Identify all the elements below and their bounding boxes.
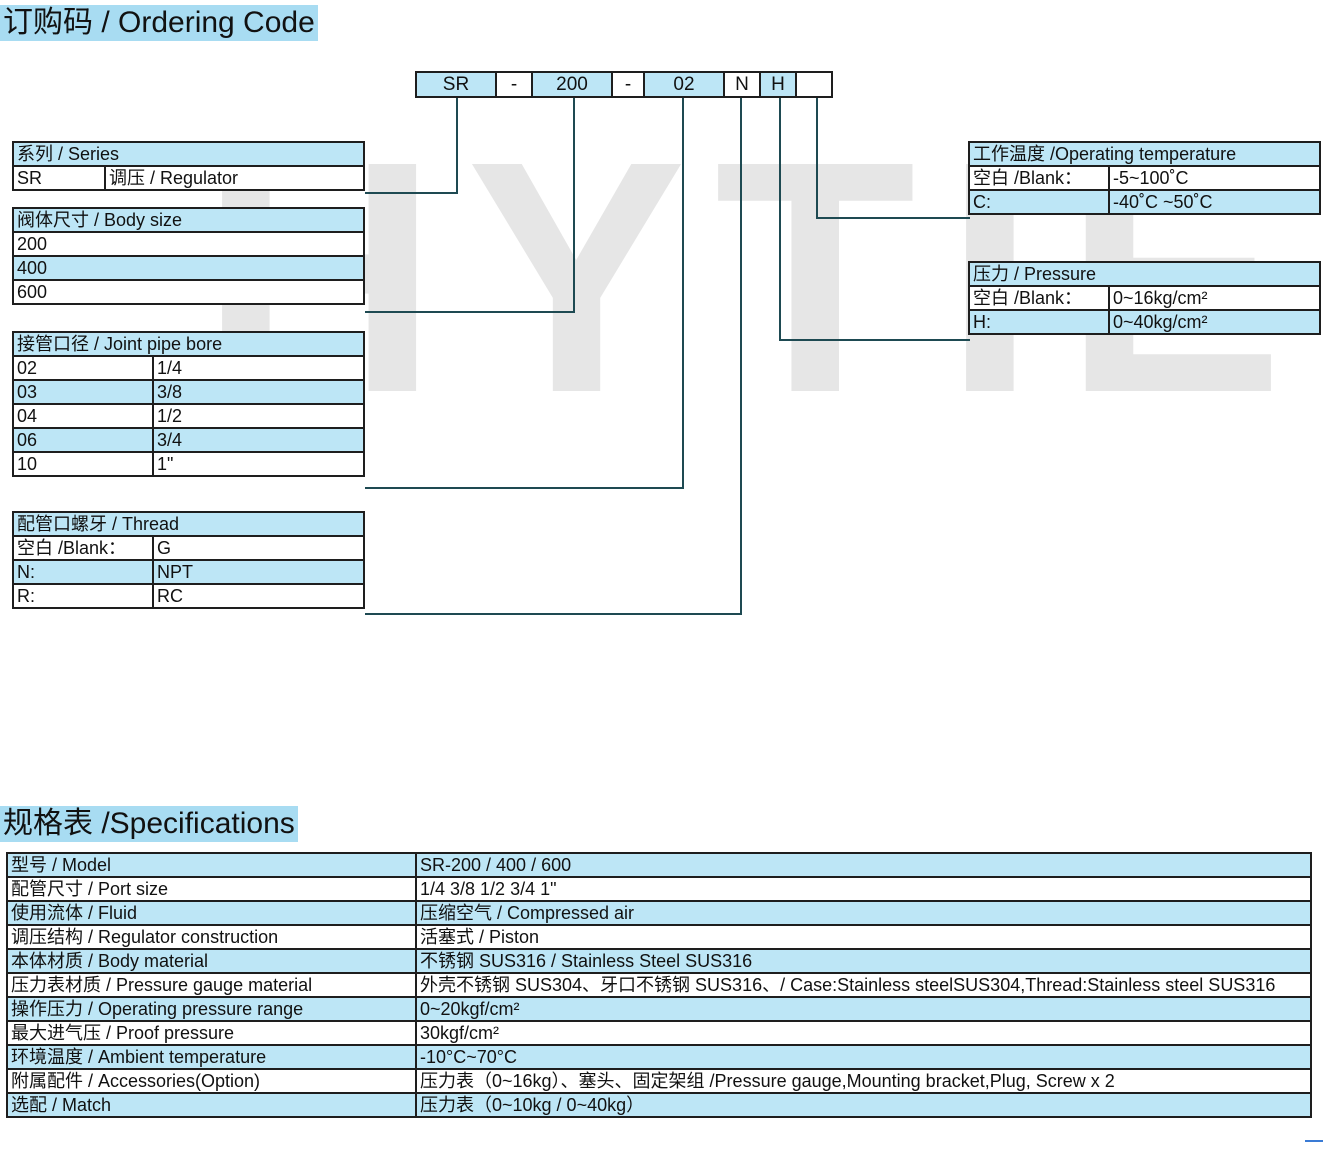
- spec-value: 30kgf/cm²: [415, 1020, 1312, 1046]
- spec-label: 附属配件 / Accessories(Option): [6, 1068, 417, 1094]
- spec-value: 外壳不锈钢 SUS304、牙口不锈钢 SUS316、/ Case:Stainle…: [415, 972, 1312, 998]
- code-dash: -: [611, 71, 645, 98]
- joint-bore-header: 接管口径 / Joint pipe bore: [12, 331, 365, 357]
- ordering-code-title: 订购码 / Ordering Code: [0, 5, 318, 41]
- joint-bore-size: 1": [152, 451, 365, 477]
- spec-value: -10°C~70°C: [415, 1044, 1312, 1070]
- code-thread: N: [723, 71, 761, 98]
- joint-bore-code: 04: [12, 403, 154, 429]
- body-size-option: 200: [12, 231, 365, 257]
- thread-code: N:: [12, 559, 154, 585]
- spec-value: 活塞式 / Piston: [415, 924, 1312, 950]
- thread-type: NPT: [152, 559, 365, 585]
- thread-table: 配管口螺牙 / Thread 空白 /Blank：G N:NPT R:RC: [12, 511, 365, 609]
- pressure-table: 压力 / Pressure 空白 /Blank：0~16kg/cm² H:0~4…: [968, 261, 1321, 335]
- temperature-table: 工作温度 /Operating temperature 空白 /Blank：-5…: [968, 141, 1321, 215]
- temperature-code: 空白 /Blank：: [968, 165, 1110, 191]
- pressure-code: H:: [968, 309, 1110, 335]
- pressure-range: 0~40kg/cm²: [1108, 309, 1321, 335]
- spec-label: 环境温度 / Ambient temperature: [6, 1044, 417, 1070]
- spec-label: 压力表材质 / Pressure gauge material: [6, 972, 417, 998]
- temperature-range: -5~100˚C: [1108, 165, 1321, 191]
- spec-label: 配管尺寸 / Port size: [6, 876, 417, 902]
- joint-bore-size: 1/4: [152, 355, 365, 381]
- code-dash: -: [495, 71, 533, 98]
- series-table: 系列 / Series SR 调压 / Regulator: [12, 141, 365, 191]
- body-size-table: 阀体尺寸 / Body size 200 400 600: [12, 207, 365, 305]
- spec-label: 型号 / Model: [6, 852, 417, 878]
- code-series: SR: [415, 71, 497, 98]
- code-temperature: [795, 71, 833, 98]
- series-desc: 调压 / Regulator: [104, 165, 365, 191]
- spec-label: 最大进气压 / Proof pressure: [6, 1020, 417, 1046]
- connector-joint-bore: [365, 97, 684, 489]
- spec-value: 不锈钢 SUS316 / Stainless Steel SUS316: [415, 948, 1312, 974]
- spec-label: 操作压力 / Operating pressure range: [6, 996, 417, 1022]
- series-code: SR: [12, 165, 106, 191]
- body-size-header: 阀体尺寸 / Body size: [12, 207, 365, 233]
- joint-bore-code: 10: [12, 451, 154, 477]
- joint-bore-code: 06: [12, 427, 154, 453]
- series-header: 系列 / Series: [12, 141, 365, 167]
- connector-pressure: [779, 97, 970, 341]
- spec-value: 1/4 3/8 1/2 3/4 1": [415, 876, 1312, 902]
- thread-code: R:: [12, 583, 154, 609]
- spec-value: 0~20kgf/cm²: [415, 996, 1312, 1022]
- spec-value: 压力表（0~10kg / 0~40kg）: [415, 1092, 1312, 1118]
- pressure-header: 压力 / Pressure: [968, 261, 1321, 287]
- thread-header: 配管口螺牙 / Thread: [12, 511, 365, 537]
- spec-value: 压缩空气 / Compressed air: [415, 900, 1312, 926]
- joint-bore-size: 3/8: [152, 379, 365, 405]
- temperature-range: -40˚C ~50˚C: [1108, 189, 1321, 215]
- spec-label: 使用流体 / Fluid: [6, 900, 417, 926]
- connector-body-size: [365, 97, 575, 313]
- code-pressure: H: [759, 71, 797, 98]
- spec-value: 压力表（0~16kg）、塞头、固定架组 /Pressure gauge,Moun…: [415, 1068, 1312, 1094]
- connector-temperature: [816, 97, 970, 219]
- bottom-rule: [1305, 1140, 1323, 1142]
- thread-type: RC: [152, 583, 365, 609]
- code-body-size: 200: [531, 71, 613, 98]
- temperature-code: C:: [968, 189, 1110, 215]
- joint-bore-code: 02: [12, 355, 154, 381]
- ordering-code-boxes: SR - 200 - 02 N H: [415, 71, 833, 98]
- joint-bore-size: 3/4: [152, 427, 365, 453]
- pressure-range: 0~16kg/cm²: [1108, 285, 1321, 311]
- connector-thread: [365, 97, 742, 615]
- joint-bore-size: 1/2: [152, 403, 365, 429]
- specifications-title: 规格表 /Specifications: [0, 806, 298, 842]
- joint-bore-code: 03: [12, 379, 154, 405]
- pressure-code: 空白 /Blank：: [968, 285, 1110, 311]
- thread-code: 空白 /Blank：: [12, 535, 154, 561]
- spec-value: SR-200 / 400 / 600: [415, 852, 1312, 878]
- spec-label: 选配 / Match: [6, 1092, 417, 1118]
- body-size-option: 600: [12, 279, 365, 305]
- connector-series: [365, 97, 458, 194]
- body-size-option: 400: [12, 255, 365, 281]
- thread-type: G: [152, 535, 365, 561]
- spec-label: 本体材质 / Body material: [6, 948, 417, 974]
- temperature-header: 工作温度 /Operating temperature: [968, 141, 1321, 167]
- spec-label: 调压结构 / Regulator construction: [6, 924, 417, 950]
- code-joint-bore: 02: [643, 71, 725, 98]
